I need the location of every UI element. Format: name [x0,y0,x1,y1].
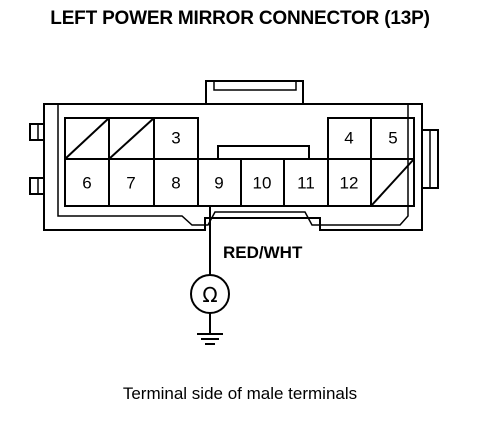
terminal-label-8: 8 [171,174,180,193]
connector-housing [43,103,423,231]
connector-center-key [217,145,310,159]
unused-cavity-mark-1 [64,117,110,160]
terminal-label-11: 11 [297,174,315,193]
wire-color-label: RED/WHT [223,243,303,262]
terminal-label-4: 4 [344,129,353,148]
connector-top-latch [205,80,304,104]
ohm-symbol-text: Ω [202,283,217,307]
diagram-caption: Terminal side of male terminals [122,384,358,403]
diagram-title: LEFT POWER MIRROR CONNECTOR (13P) [50,8,430,29]
unused-cavity-mark-13 [370,158,415,207]
unused-cavity-mark-2 [108,117,155,160]
terminal-label-6: 6 [82,174,91,193]
terminal-label-3: 3 [171,129,180,148]
connector-left-clip-bottom [29,177,44,195]
terminal-label-5: 5 [388,129,397,148]
terminal-label-9: 9 [214,174,223,193]
connector-left-clip-top [29,123,44,141]
terminal-label-10: 10 [253,174,272,193]
terminal-cavity-13 [370,158,415,207]
terminal-label-7: 7 [126,174,135,193]
terminal-label-12: 12 [340,174,359,193]
